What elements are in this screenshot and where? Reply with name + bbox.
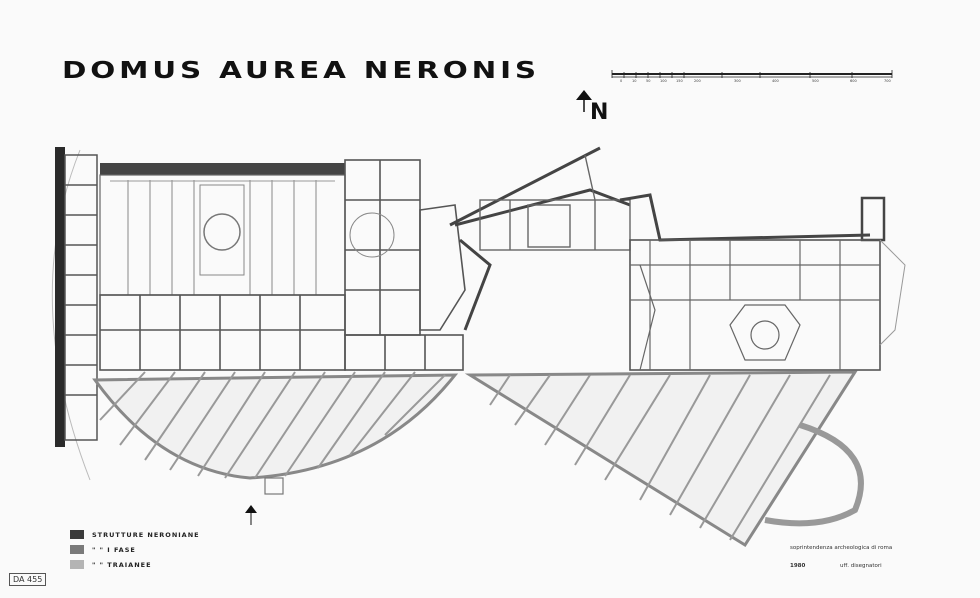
west-chambers — [99, 294, 346, 371]
credit-line-2: uff. disegnatori — [840, 563, 882, 569]
scale-label: 400 — [772, 79, 779, 83]
central-complex — [344, 159, 466, 371]
entrance-arrow — [245, 505, 257, 513]
archive-tag: DA 455 — [9, 573, 47, 586]
plan-title: DOMUS AUREA NERONIS — [62, 58, 540, 84]
scale-label: 100 — [660, 79, 667, 83]
west-hall — [99, 163, 346, 296]
east-wing — [619, 193, 906, 371]
legend-label: " " I FASE — [92, 546, 136, 554]
north-label: N — [590, 100, 609, 125]
north-arrow — [576, 90, 592, 100]
octagon-rooms — [479, 154, 631, 251]
scale-label: 200 — [694, 79, 701, 83]
legend-swatch — [70, 530, 84, 539]
legend-swatch — [70, 545, 84, 554]
outer-arc — [51, 149, 91, 481]
legend-swatch — [70, 560, 84, 569]
west-wall — [55, 147, 65, 447]
scale-label: 600 — [850, 79, 857, 83]
west-rooms — [64, 154, 98, 441]
credit-line-1: soprintendenza archeologica di roma — [790, 545, 893, 551]
trajanic-hatch-west — [92, 371, 459, 480]
octagon-walls — [449, 146, 631, 331]
scale-label: 150 — [676, 79, 683, 83]
scale-label: 0 — [620, 79, 623, 83]
scale-label: 300 — [734, 79, 741, 83]
scale-label: 500 — [812, 79, 819, 83]
trajanic-hatch-east — [464, 370, 864, 548]
scale-label: 50 — [646, 79, 651, 83]
scale-bar — [611, 70, 893, 78]
credit-year: 1980 — [790, 563, 806, 569]
legend-label: " " TRAIANEE — [92, 561, 152, 569]
scale-label: 700 — [884, 79, 891, 83]
legend-label: STRUTTURE NERONIANE — [92, 531, 200, 539]
scale-label: 10 — [632, 79, 637, 83]
